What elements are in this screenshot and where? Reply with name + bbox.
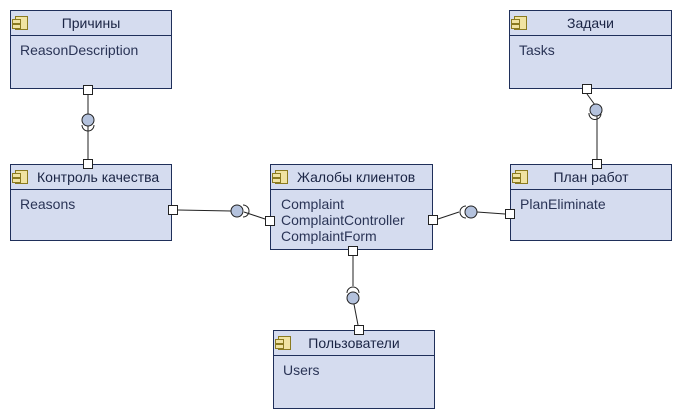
component-icon — [272, 170, 288, 184]
port[interactable] — [348, 246, 358, 256]
component-body: Complaint ComplaintController ComplaintF… — [271, 190, 432, 244]
port[interactable] — [354, 325, 364, 335]
component-header: План работ — [511, 165, 671, 190]
port[interactable] — [83, 159, 93, 169]
connector-line — [243, 211, 266, 220]
component-plan-rabot[interactable]: План работ PlanEliminate — [510, 164, 672, 241]
component-item: PlanEliminate — [520, 196, 606, 212]
connector-line — [177, 209, 232, 212]
port[interactable] — [265, 216, 275, 226]
port[interactable] — [428, 215, 438, 225]
component-title: Задачи — [566, 15, 614, 31]
connector-line — [476, 211, 506, 215]
interface-lollipop-icon — [589, 103, 603, 117]
component-body: Reasons — [11, 190, 171, 212]
socket-icon — [459, 205, 467, 219]
component-header: Задачи — [510, 11, 671, 36]
component-title: Причины — [61, 15, 121, 31]
component-icon — [511, 16, 527, 30]
interface-lollipop-icon — [81, 113, 95, 127]
component-icon — [12, 16, 28, 30]
interface-lollipop-icon — [346, 291, 360, 305]
component-icon — [275, 336, 291, 350]
component-header: Пользователи — [274, 331, 434, 356]
port[interactable] — [168, 205, 178, 215]
component-body: PlanEliminate — [511, 190, 671, 212]
connector-line — [586, 93, 596, 106]
component-item: Complaint — [281, 196, 345, 212]
socket-icon — [346, 286, 360, 294]
connector-line — [437, 211, 460, 220]
component-zadachi[interactable]: Задачи Tasks — [509, 10, 672, 89]
component-body: Tasks — [510, 36, 671, 58]
component-title: Пользователи — [308, 335, 400, 351]
component-item: Users — [283, 362, 320, 378]
component-kontrol-kachestva[interactable]: Контроль качества Reasons — [10, 164, 172, 241]
component-header: Контроль качества — [11, 165, 171, 190]
socket-icon — [242, 204, 250, 218]
component-item: ComplaintController — [281, 212, 405, 228]
port[interactable] — [592, 159, 602, 169]
component-item: ComplaintForm — [281, 228, 377, 244]
component-prichiny[interactable]: Причины ReasonDescription — [10, 10, 172, 89]
component-header: Причины — [11, 11, 171, 36]
interface-lollipop-icon — [464, 205, 478, 219]
socket-icon — [588, 112, 602, 120]
component-item: Tasks — [519, 42, 555, 58]
component-body: Users — [274, 356, 434, 378]
component-icon — [12, 170, 28, 184]
interface-lollipop-icon — [230, 204, 244, 218]
component-title: Контроль качества — [37, 169, 160, 185]
component-item: ReasonDescription — [20, 42, 139, 58]
component-polzovateli[interactable]: Пользователи Users — [273, 330, 435, 409]
component-title: Жалобы клиентов — [297, 169, 416, 185]
port[interactable] — [83, 85, 93, 95]
component-body: ReasonDescription — [11, 36, 171, 58]
component-item: Reasons — [20, 196, 76, 212]
component-zhaloby-klientov[interactable]: Жалобы клиентов Complaint ComplaintContr… — [270, 164, 433, 250]
component-title: План работ — [553, 169, 629, 185]
port[interactable] — [505, 209, 515, 219]
port[interactable] — [582, 84, 592, 94]
component-icon — [512, 170, 528, 184]
component-header: Жалобы клиентов — [271, 165, 432, 190]
